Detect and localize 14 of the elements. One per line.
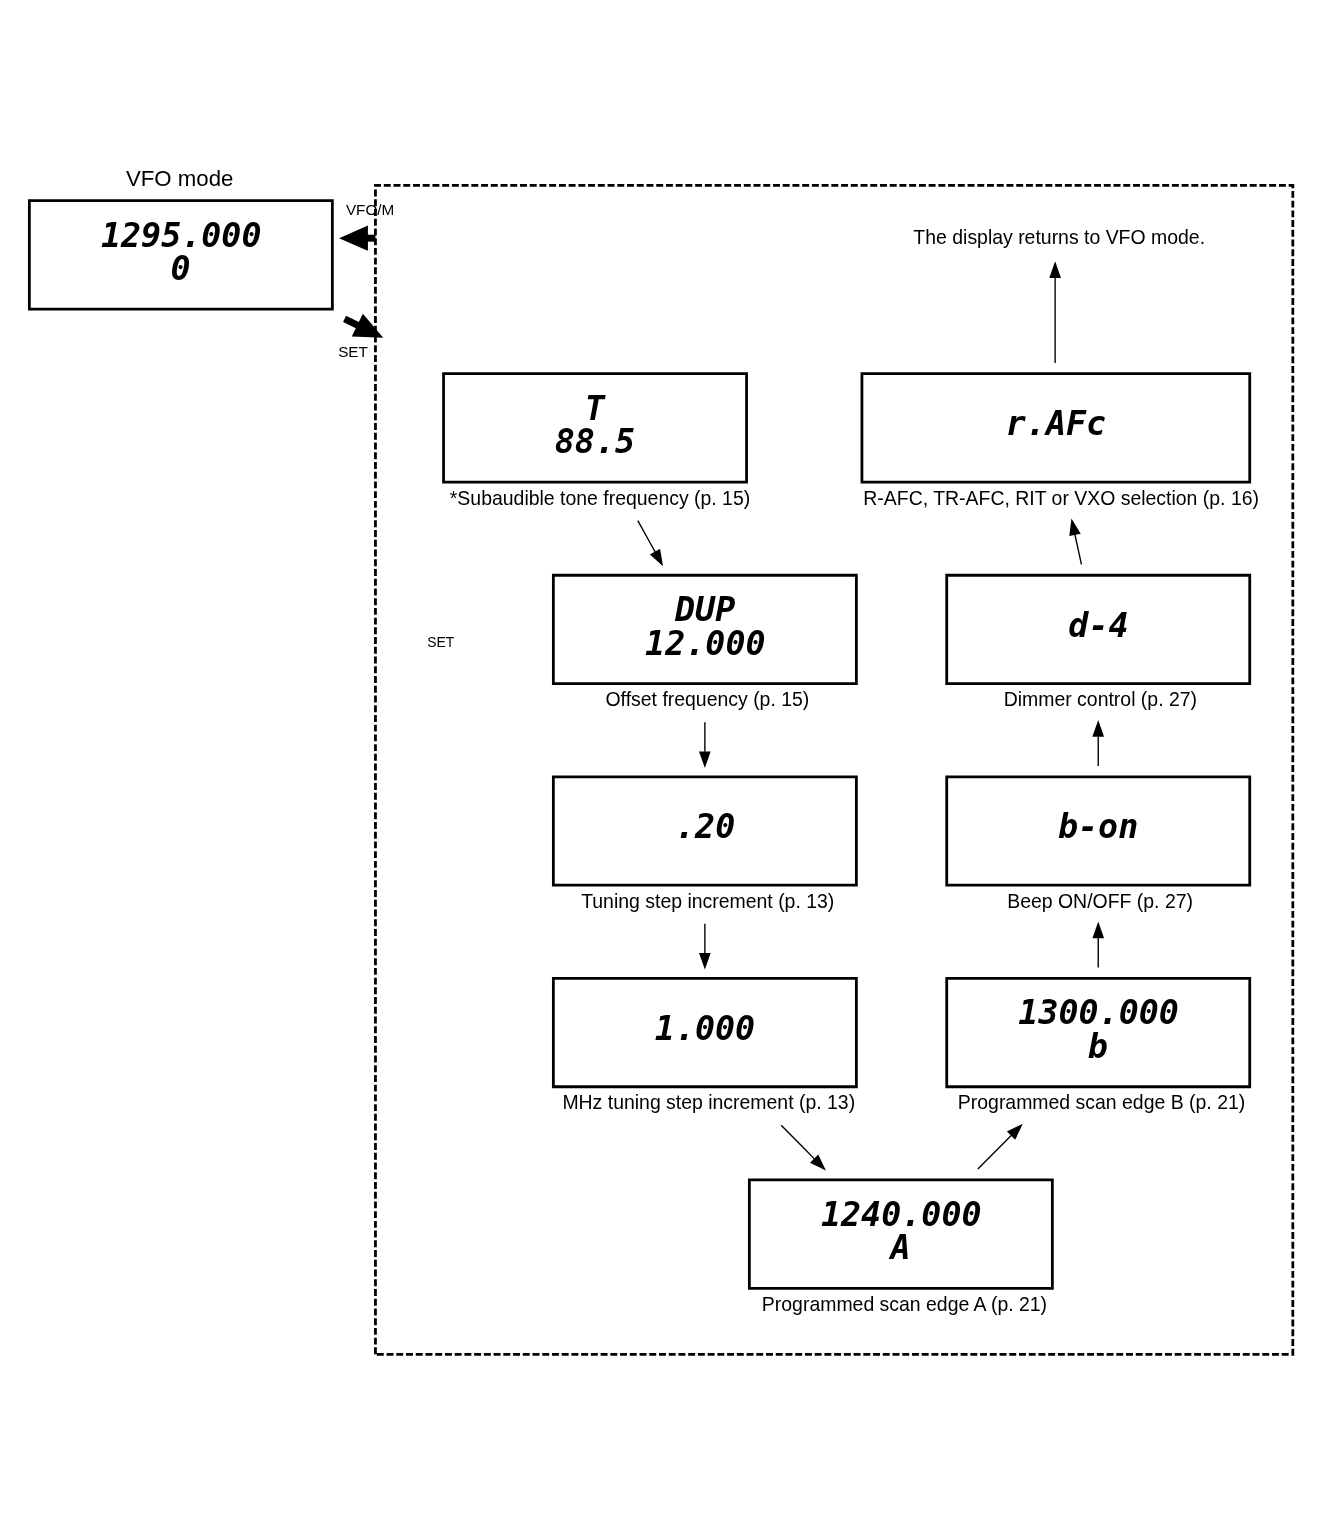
- edge-label: SET: [338, 342, 368, 360]
- node-label: *Subaudible tone frequency (p. 15): [449, 486, 751, 509]
- node-text: The display returns to VFO mode.: [913, 226, 1206, 249]
- node-label: R-AFC, TR-AFC, RIT or VXO selection (p. 16): [863, 486, 1260, 509]
- node-label: Tuning step increment (p. 13): [581, 889, 835, 912]
- edge-label: VFO/M: [345, 201, 395, 219]
- node-label: Offset frequency (p. 15): [605, 688, 810, 711]
- node-label: Dimmer control (p. 27): [1003, 688, 1198, 711]
- node-label: MHz tuning step increment (p. 13): [562, 1091, 856, 1114]
- label: SET: [427, 633, 455, 650]
- node-label: Programmed scan edge B (p. 21): [957, 1091, 1246, 1114]
- node-label: Programmed scan edge A (p. 21): [761, 1292, 1048, 1315]
- node-label: Beep ON/OFF (p. 27): [1007, 889, 1193, 912]
- node-label: VFO mode: [125, 166, 234, 192]
